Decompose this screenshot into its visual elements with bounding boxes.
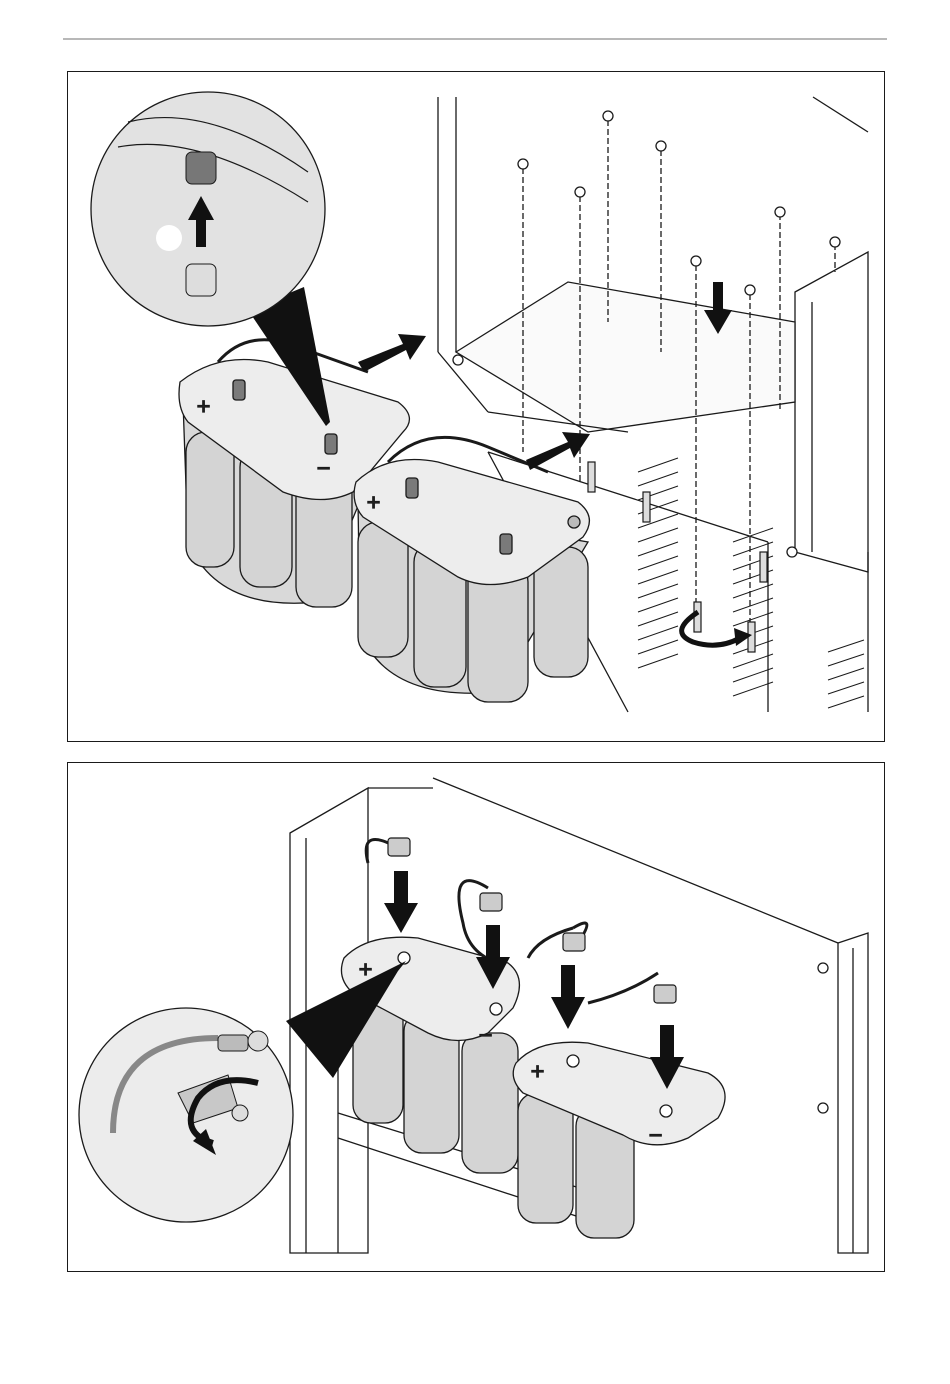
battery-a-minus-label: − [478, 1025, 493, 1046]
terminal-post-icon [186, 264, 216, 296]
header-rule [63, 38, 887, 40]
figure-2-illustration: + − + − [68, 763, 884, 1271]
battery-1-minus-label: − [316, 458, 331, 479]
figure-1-illustration: + − + [68, 72, 884, 741]
battery-2: + [354, 437, 589, 702]
battery-b-minus-label: − [648, 1125, 663, 1146]
cable-terminal-icon [388, 838, 410, 856]
connect-arrow-3-icon [551, 965, 585, 1029]
battery-b-plus-label: + [530, 1061, 545, 1082]
terminal-cap-icon [186, 152, 216, 184]
battery-2-plus-label: + [366, 492, 381, 513]
battery-a-plus-label: + [358, 959, 373, 980]
connect-arrow-icon [384, 871, 418, 933]
figure-1-battery-installation: + − + [67, 71, 885, 742]
battery-1-plus-label: + [196, 396, 211, 417]
install-arrow-icon [358, 334, 426, 372]
rotate-arrow-icon [682, 612, 740, 645]
figure-2-battery-connection: + − + − [67, 762, 885, 1272]
